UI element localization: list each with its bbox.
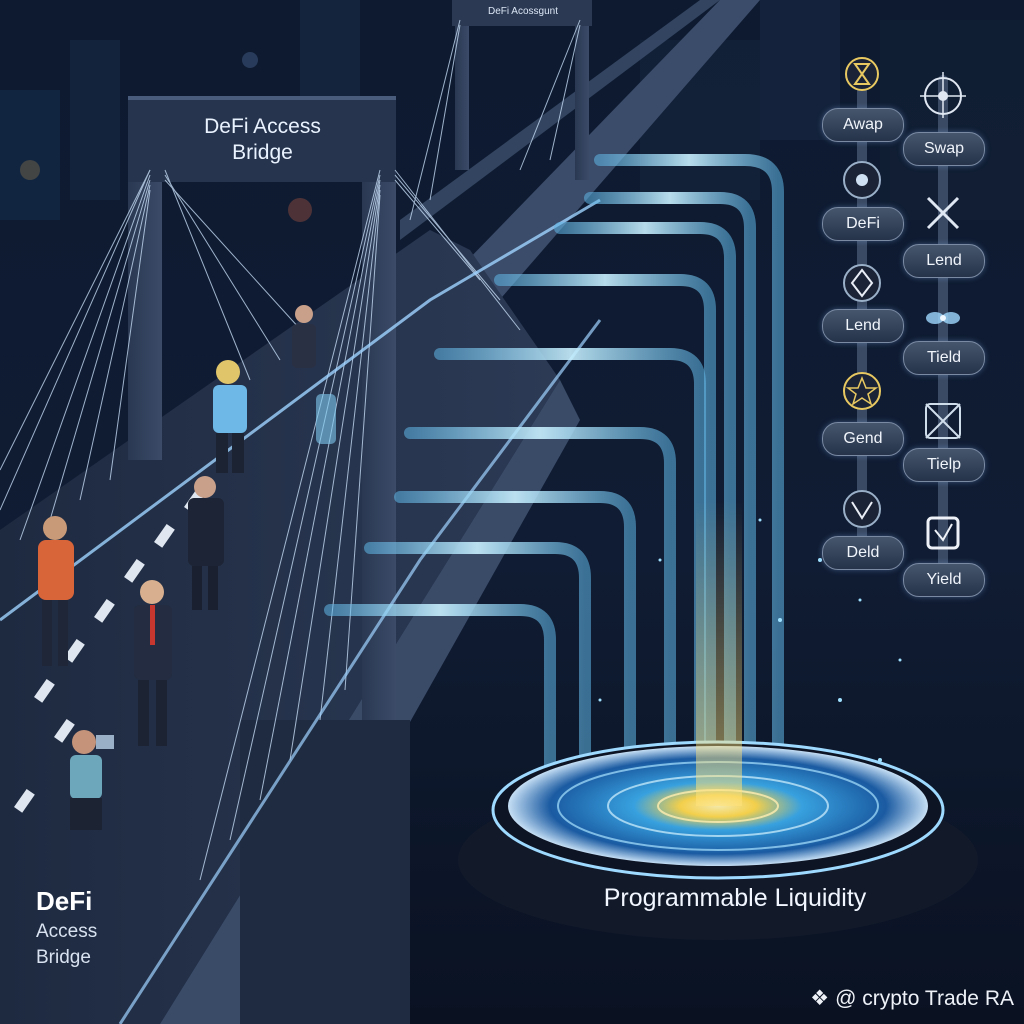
diamond-logo-icon: ❖ xyxy=(810,987,830,1010)
hourglass-icon xyxy=(845,57,879,91)
menu-chip-right-5: Yield xyxy=(903,563,985,597)
lattice-icon xyxy=(925,403,961,439)
menu-chip-left-5: Deld xyxy=(822,536,904,570)
corner-title: DeFi Access Bridge xyxy=(36,886,97,969)
watermark-text: @ crypto Trade RA xyxy=(835,987,1014,1010)
pedestrians xyxy=(38,305,336,830)
watermark: ❖@ crypto Trade RA xyxy=(810,986,1014,1011)
eye-icon xyxy=(843,161,881,199)
menu-chip-left-3: Lend xyxy=(822,309,904,343)
city-lights xyxy=(0,0,1024,222)
person-in-suit xyxy=(134,580,172,746)
sparkles xyxy=(598,518,902,762)
person-in-blue-shirt xyxy=(213,360,247,473)
person-with-tablet xyxy=(70,730,114,830)
menu-chip-right-3: Tield xyxy=(903,341,985,375)
bridge-sign-line1: DeFi Access xyxy=(204,115,321,138)
liquidity-pool xyxy=(458,500,978,940)
network-icon xyxy=(920,72,966,118)
main-tower xyxy=(128,96,410,1024)
person-in-coat xyxy=(188,476,224,610)
chevron-shield-icon xyxy=(843,490,881,528)
bridge-railing-near xyxy=(118,319,602,1024)
menu-chip-left-1: Awap xyxy=(822,108,904,142)
menu-chip-right-1: Swap xyxy=(903,132,985,166)
suspension-cables xyxy=(0,19,581,881)
ethereum-icon xyxy=(843,264,881,302)
liquidity-pipes xyxy=(324,154,784,801)
menu-chip-right-4: Tielp xyxy=(903,448,985,482)
cross-icon xyxy=(926,196,960,230)
lane-markings xyxy=(14,488,205,813)
corner-title-line1: DeFi xyxy=(36,886,93,916)
bridge-sign-line2: Bridge xyxy=(232,141,293,164)
menu-chip-right-2: Lend xyxy=(903,244,985,278)
bridge-sign: DeFi Access Bridge xyxy=(150,114,375,166)
propeller-icon xyxy=(926,312,960,324)
bridge-railing xyxy=(0,198,601,622)
menu-chip-left-4: Gend xyxy=(822,422,904,456)
far-bridge-sign: DeFi Acossgunt xyxy=(487,6,559,17)
corner-title-line2: Access xyxy=(36,921,98,942)
corner-title-line3: Bridge xyxy=(36,947,91,968)
person-far xyxy=(292,305,336,444)
menu-chip-left-2: DeFi xyxy=(822,207,904,241)
star-icon xyxy=(843,372,881,410)
square-icon xyxy=(926,516,960,550)
liquidity-label: Programmable Liquidity xyxy=(603,884,867,912)
person-with-backpack xyxy=(38,516,74,666)
